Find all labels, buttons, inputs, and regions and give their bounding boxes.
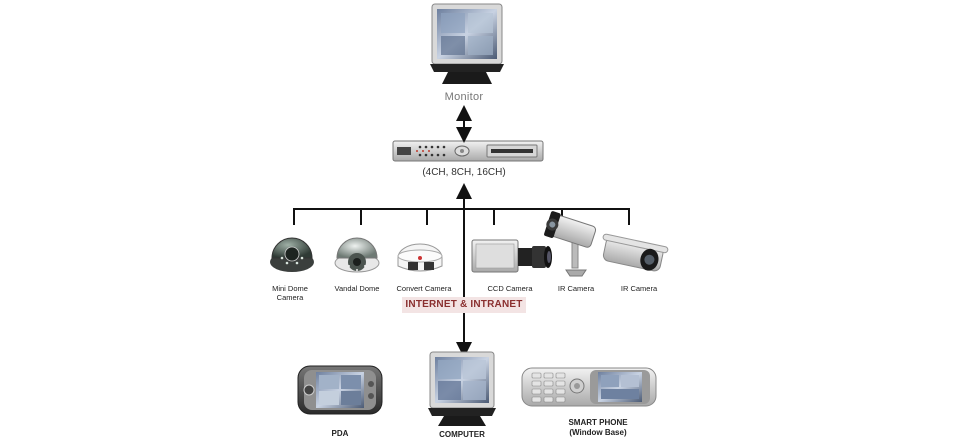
ir-camera-housing-icon [602,233,669,272]
camera-label-ir-bracket: IR Camera [551,284,601,293]
client-label-smart-phone: SMART PHONE (Window Base) [548,418,648,438]
camera-label-line: Vandal Dome [334,284,380,293]
dvr-recorder-icon [392,140,544,162]
vandal-dome-camera-icon [334,237,380,273]
camera-label-mini-dome: Mini Dome Camera [262,284,318,302]
pda-icon [297,365,383,415]
ir-camera-bracket-icon [544,211,597,277]
computer-icon [428,351,496,426]
mini-dome-camera-icon [270,237,314,272]
camera-label-line: Convert Camera [396,284,452,293]
camera-label-line: CCD Camera [487,284,533,293]
dvr-channel-label: (4CH, 8CH, 16CH) [422,167,506,178]
client-label-computer: COMPUTER [422,430,502,440]
client-label-pda: PDA [310,429,370,439]
client-label-line: SMART PHONE [568,418,628,427]
camera-label-line: Camera [276,293,304,302]
smart-phone-icon [521,367,657,407]
monitor-label: Monitor [444,91,484,103]
camera-label-line: IR Camera [557,284,595,293]
camera-label-ccd: CCD Camera [480,284,540,293]
network-banner: INTERNET & INTRANET [402,297,526,313]
client-label-line: (Window Base) [569,428,627,437]
monitor-icon [430,3,504,84]
client-label-line: PDA [331,429,349,438]
client-label-line: COMPUTER [439,430,485,439]
ccd-camera-icon [471,239,552,273]
camera-label-line: IR Camera [620,284,658,293]
camera-label-line: Mini Dome [272,284,308,293]
camera-label-ir-housing: IR Camera [614,284,664,293]
camera-label-convert: Convert Camera [389,284,459,293]
camera-label-vandal-dome: Vandal Dome [327,284,387,293]
convert-camera-icon [397,243,443,272]
